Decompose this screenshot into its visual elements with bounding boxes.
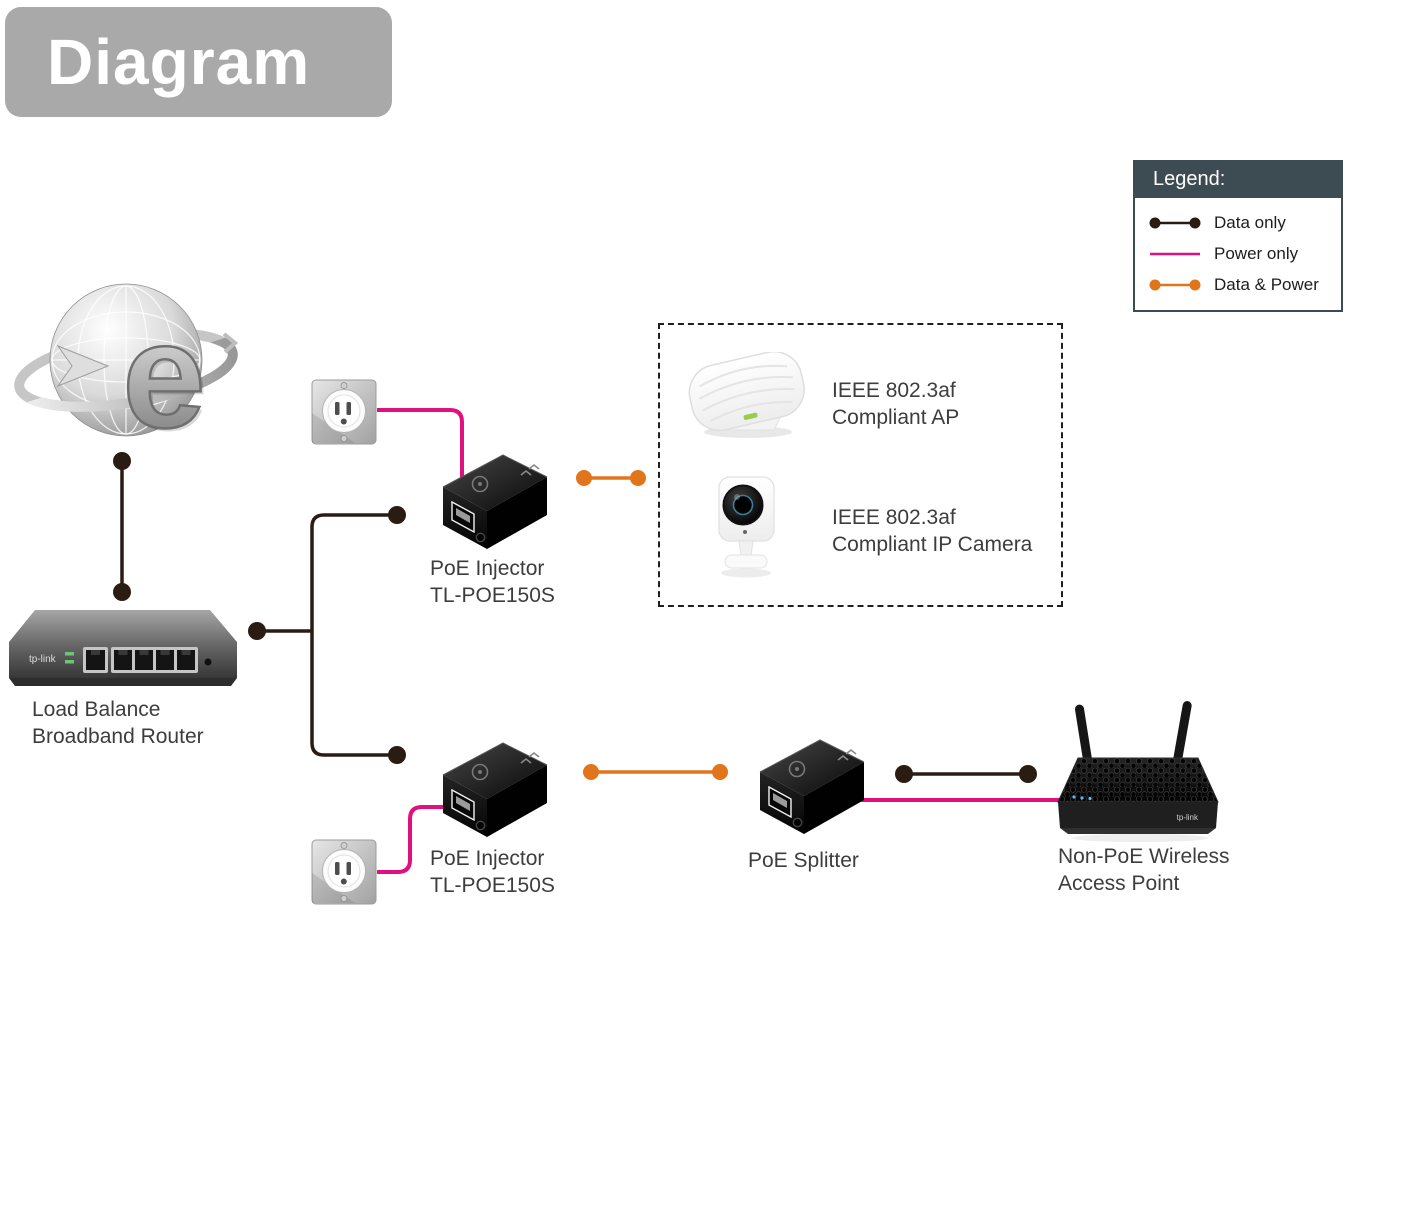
legend: Legend: Data only Power only	[1133, 160, 1343, 312]
ceiling-ap-illustration	[688, 352, 805, 438]
power-outlet-top	[311, 379, 377, 445]
power-only-line-sample	[1150, 252, 1200, 255]
poe-splitter-illustration	[759, 739, 865, 834]
router-illustration: tp-link	[9, 610, 237, 686]
internet-e-glyph: e	[122, 291, 205, 457]
poe-compliant-devices-box	[658, 323, 1063, 607]
antennas	[1074, 701, 1192, 767]
wire-injector-top-to-devices	[576, 470, 646, 486]
wire-outlet-top-to-injector-top	[377, 408, 464, 478]
status-leds	[1072, 795, 1092, 801]
internet-globe-illustration: e e	[14, 283, 239, 457]
compliant-ap-label: IEEE 802.3af Compliant AP	[832, 379, 960, 429]
dc-jack	[475, 820, 486, 831]
wireless-ap-illustration: tp-link	[1057, 701, 1219, 842]
injector-bottom-label: PoE Injector TL-POE150S	[430, 847, 555, 897]
ring-arrow-tip	[222, 332, 239, 354]
poe-injector-bottom-illustration	[442, 742, 548, 837]
wire-splitter-to-ap-data	[895, 765, 1037, 783]
injector-top-label: PoE Injector TL-POE150S	[430, 557, 555, 607]
wire-internet-to-router	[113, 452, 131, 601]
legend-item-data-only: Data only	[1147, 207, 1341, 238]
legend-body: Data only Power only Data & Power	[1135, 198, 1341, 310]
compliant-camera-label: IEEE 802.3af Compliant IP Camera	[832, 506, 1033, 556]
data-and-power-line-sample	[1149, 279, 1201, 290]
ip-camera-illustration	[718, 476, 775, 578]
dc-jack	[792, 817, 803, 828]
title-badge: Diagram	[5, 7, 392, 117]
swoosh-arrow	[56, 344, 110, 388]
wireless-ap-label: Non-PoE Wireless Access Point	[1058, 845, 1230, 895]
svg-text:e: e	[125, 294, 208, 457]
router-led	[65, 652, 74, 656]
router-label: Load Balance Broadband Router	[32, 698, 204, 748]
wire-injector-bottom-to-splitter	[583, 764, 728, 780]
page-title: Diagram	[47, 26, 311, 98]
router-brand-text: tp-link	[29, 654, 57, 665]
wire-router-to-injectors	[248, 506, 406, 764]
data-only-line-sample	[1149, 217, 1201, 228]
splitter-label: PoE Splitter	[748, 849, 859, 872]
ap-brand-text: tp-link	[1177, 813, 1199, 822]
legend-item-power-only: Power only	[1147, 238, 1341, 269]
reset-hole	[204, 658, 212, 666]
wire-outlet-bottom-to-injector-bottom	[377, 805, 445, 874]
legend-header: Legend:	[1153, 168, 1226, 190]
ap-led	[743, 412, 758, 420]
dc-jack	[475, 532, 486, 543]
power-outlet-bottom	[311, 839, 377, 905]
router-led	[65, 660, 74, 664]
legend-item-data-and-power: Data & Power	[1147, 269, 1341, 300]
poe-injector-top-illustration	[442, 454, 548, 549]
